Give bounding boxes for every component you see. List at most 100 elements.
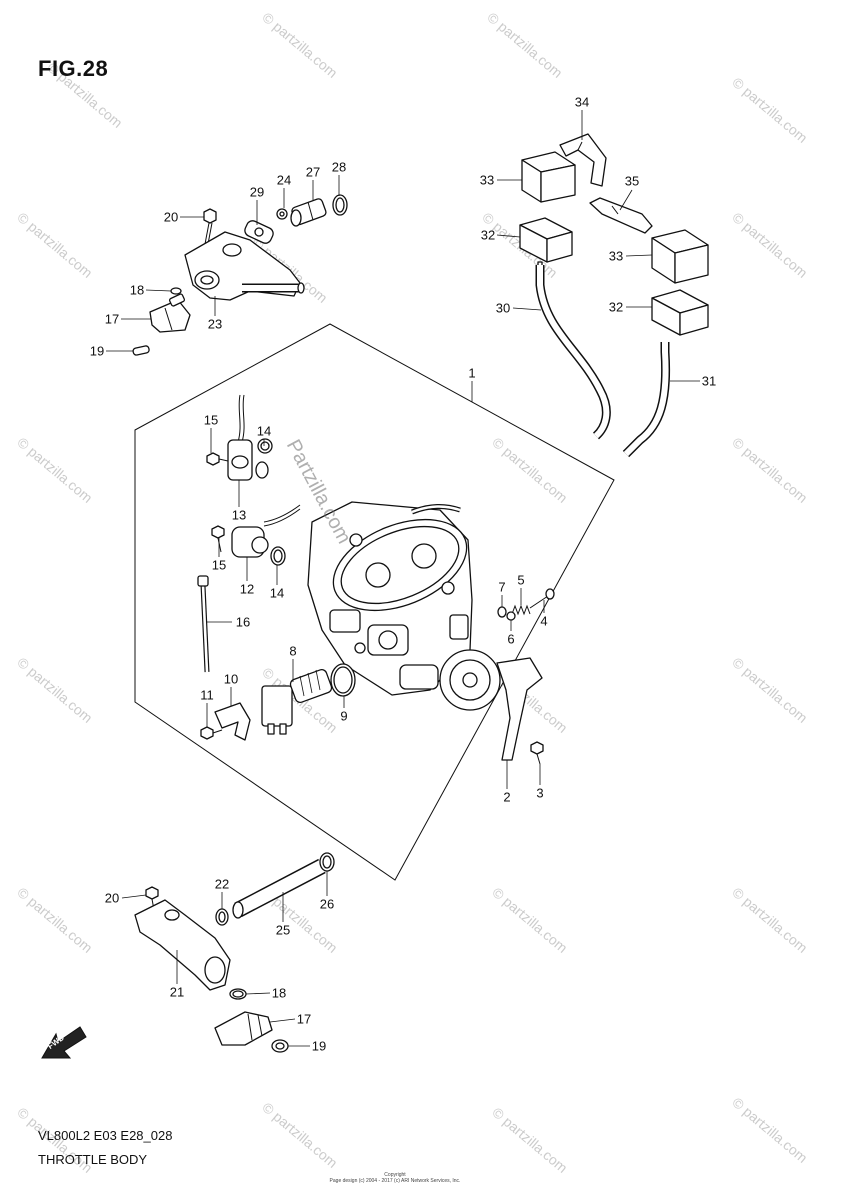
callout-31: 31 — [701, 373, 717, 389]
callout-26: 26 — [319, 896, 335, 912]
throttle-body — [307, 501, 501, 711]
bolt-3 — [530, 741, 544, 765]
cable-tie-16 — [197, 575, 210, 673]
leader-line — [496, 234, 521, 238]
callout-3: 3 — [536, 785, 544, 801]
leader-line — [245, 992, 271, 995]
callout-1: 1 — [468, 365, 476, 381]
callout-32: 32 — [480, 227, 496, 243]
leader-line — [145, 289, 172, 292]
leader-lines — [106, 110, 700, 1047]
callout-20: 20 — [163, 209, 179, 225]
callout-33: 33 — [479, 172, 495, 188]
fuel-injector-17 — [149, 293, 191, 333]
callout-18: 18 — [271, 985, 287, 1001]
callout-7: 7 — [498, 579, 506, 595]
o-ring-14 — [255, 438, 273, 479]
fuel-delivery-pipe-23 — [184, 231, 305, 301]
connector-33 — [651, 229, 709, 284]
leader-line — [619, 189, 633, 211]
fuel-injector-17 — [214, 1011, 273, 1046]
callout-10: 10 — [223, 671, 239, 687]
callout-19: 19 — [89, 343, 105, 359]
bolt-20 — [203, 208, 217, 245]
o-ring-18 — [229, 988, 247, 1000]
callout-17: 17 — [296, 1011, 312, 1027]
callout-2: 2 — [503, 789, 511, 805]
callout-16: 16 — [235, 614, 251, 630]
callout-13: 13 — [231, 507, 247, 523]
screw-15 — [206, 452, 229, 466]
leader-line — [121, 894, 147, 899]
washer-6 — [506, 611, 516, 621]
callout-17: 17 — [104, 311, 120, 327]
callout-12: 12 — [239, 581, 255, 597]
bracket-34 — [559, 133, 607, 187]
callout-30: 30 — [495, 300, 511, 316]
nut-7 — [497, 606, 507, 618]
callout-22: 22 — [214, 876, 230, 892]
hose-30 — [535, 265, 611, 440]
callout-35: 35 — [624, 173, 640, 189]
o-ring-14 — [270, 546, 286, 566]
fwd-arrow-icon — [41, 1026, 87, 1059]
copyright-line-1: Copyright — [384, 1172, 406, 1178]
callout-18: 18 — [129, 282, 145, 298]
callout-19: 19 — [311, 1038, 327, 1054]
fitting-27 — [290, 198, 327, 227]
leader-line — [269, 1018, 296, 1023]
throttle-sensor-8 — [261, 668, 333, 735]
screw-15 — [211, 525, 225, 553]
callout-5: 5 — [517, 572, 525, 588]
callout-14: 14 — [256, 423, 272, 439]
callout-20: 20 — [104, 890, 120, 906]
callout-34: 34 — [574, 94, 590, 110]
callout-29: 29 — [249, 184, 265, 200]
o-ring-22 — [215, 908, 229, 926]
joint-pipe-25 — [232, 858, 326, 919]
sensor-12 — [231, 504, 301, 558]
callout-25: 25 — [275, 922, 291, 938]
o-ring-24 — [276, 208, 288, 220]
callout-14: 14 — [269, 585, 285, 601]
connector-32 — [651, 289, 709, 336]
callout-15: 15 — [211, 557, 227, 573]
connector-32 — [519, 217, 573, 271]
callout-4: 4 — [540, 613, 548, 629]
callout-28: 28 — [331, 159, 347, 175]
hose-31 — [622, 342, 671, 458]
callout-9: 9 — [340, 708, 348, 724]
figure-label: FIG.28 — [38, 56, 109, 81]
fuel-delivery-pipe-21 — [134, 899, 231, 991]
diagram-title: THROTTLE BODY — [38, 1152, 148, 1167]
connector-33 — [521, 151, 576, 203]
callout-11: 11 — [200, 687, 214, 703]
bracket-35 — [589, 197, 653, 234]
bolt-11 — [200, 726, 223, 740]
seal-19 — [132, 345, 150, 356]
o-ring-28 — [332, 194, 348, 216]
callout-27: 27 — [305, 164, 321, 180]
gasket-29 — [244, 220, 274, 244]
copyright-line-2: Page design (c) 2004 - 2017 (c) ARI Netw… — [329, 1178, 461, 1184]
callout-32: 32 — [608, 299, 624, 315]
callout-23: 23 — [207, 316, 223, 332]
spring-5 — [511, 604, 531, 616]
leader-line — [625, 254, 653, 257]
screw-4 — [529, 588, 555, 609]
callout-24: 24 — [276, 172, 292, 188]
leader-line — [512, 307, 542, 311]
callout-21: 21 — [169, 984, 185, 1000]
o-ring-9 — [330, 663, 356, 697]
diagram-code: VL800L2 E03 E28_028 — [38, 1128, 173, 1143]
callout-15: 15 — [203, 412, 219, 428]
bracket-10 — [214, 702, 251, 741]
o-ring-18 — [170, 287, 182, 295]
callout-8: 8 — [289, 643, 297, 659]
o-ring-26 — [319, 852, 335, 872]
throttle-position-sensor-13 — [227, 394, 253, 481]
bracket-2 — [496, 657, 543, 761]
seal-19 — [271, 1039, 289, 1053]
callout-33: 33 — [608, 248, 624, 264]
